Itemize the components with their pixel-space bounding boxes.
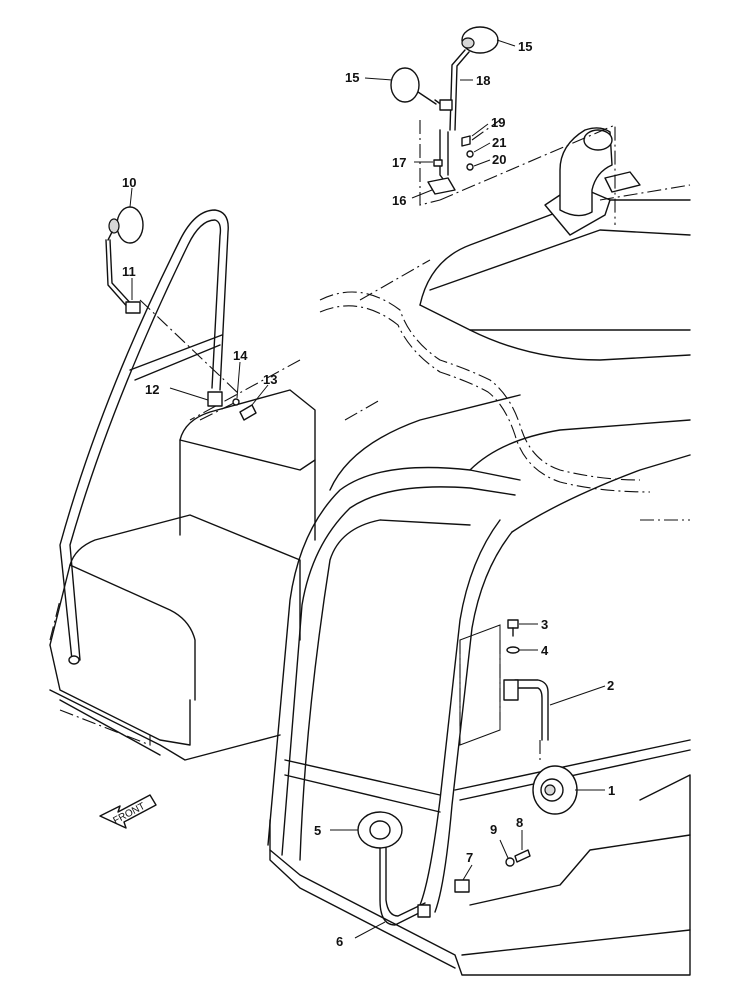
part-18-mirror-stay: [434, 49, 470, 131]
part-1-mirror-head: [532, 765, 578, 815]
callout-20: 20: [492, 152, 506, 167]
front-arrow: FRONT: [99, 794, 157, 829]
part-16-bracket: [427, 129, 456, 195]
part-15-mirror-head-upper: [461, 26, 499, 54]
handrail: [59, 209, 229, 665]
part-6-mirror-stay: [379, 847, 426, 926]
part-4-washer: [506, 646, 520, 654]
part-2-mirror-stay: [503, 679, 549, 741]
callout-15-upper: 15: [518, 39, 532, 54]
front-label: FRONT: [112, 801, 148, 827]
callout-6: 6: [336, 934, 343, 949]
part-3-bolt: [507, 619, 519, 637]
callout-10: 10: [122, 175, 136, 190]
callout-9: 9: [490, 822, 497, 837]
part-5-mirror-head: [357, 811, 403, 849]
cab-body: [267, 127, 691, 976]
callout-17: 17: [392, 155, 406, 170]
callout-12: 12: [145, 382, 159, 397]
part-12-clamp: [207, 391, 223, 407]
callout-14: 14: [233, 348, 248, 363]
callout-11: 11: [122, 264, 136, 279]
callout-1: 1: [608, 783, 615, 798]
callout-21: 21: [492, 135, 506, 150]
part-13-bolt: [239, 404, 257, 421]
reference-lines: [49, 119, 691, 760]
callout-4: 4: [541, 643, 549, 658]
part-10-mirror-head: [107, 206, 144, 244]
callout-7: 7: [466, 850, 473, 865]
part-21-washer: [466, 150, 474, 158]
callout-15-left: 15: [345, 70, 359, 85]
part-9-washer: [505, 857, 515, 867]
callouts: 1 2 3 4 5 6 7 8 9 10 11 12 13 14 15 15 1: [122, 39, 615, 949]
part-20-nut: [466, 163, 474, 171]
callout-8: 8: [516, 815, 523, 830]
callout-16: 16: [392, 193, 406, 208]
exhaust-stack: [544, 127, 641, 236]
callout-18: 18: [476, 73, 490, 88]
callout-13: 13: [263, 372, 277, 387]
part-8-bolt: [514, 849, 531, 863]
seat-assembly: [49, 389, 316, 761]
part-19-plate: [461, 135, 471, 147]
part-15-mirror-head-left: [390, 67, 437, 105]
callout-2: 2: [607, 678, 614, 693]
callout-19: 19: [491, 115, 505, 130]
part-14-washer: [232, 398, 240, 406]
callout-5: 5: [314, 823, 321, 838]
part-7-bracket: [417, 879, 470, 918]
part-17-bolt: [433, 159, 443, 167]
callout-3: 3: [541, 617, 548, 632]
part-11-mirror-stay: [105, 239, 141, 314]
